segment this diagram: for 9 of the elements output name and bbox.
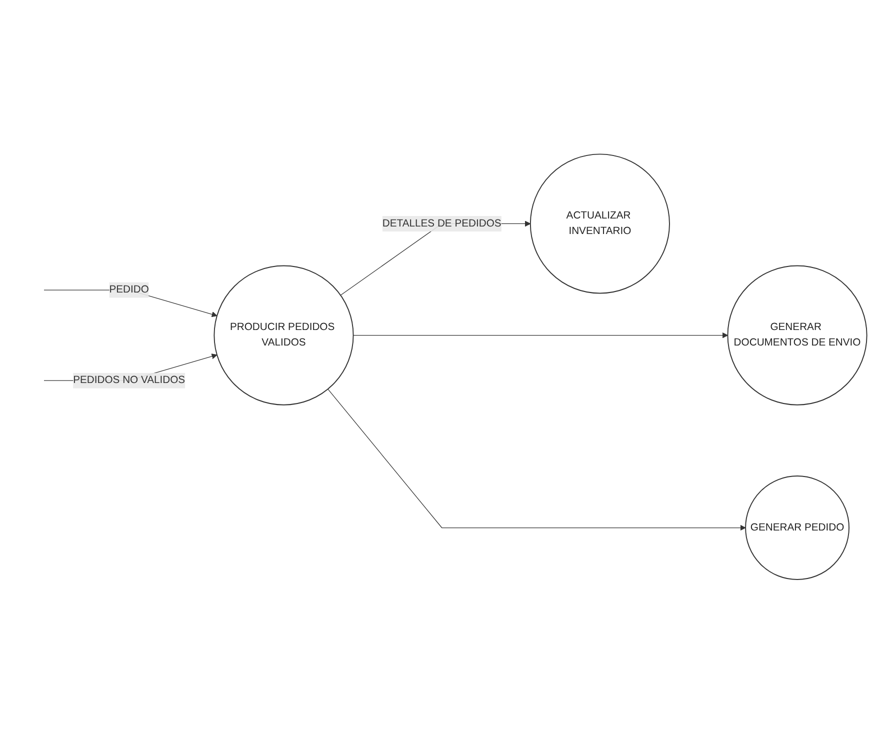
- arrow: [328, 388, 746, 530]
- edge-label: PEDIDO: [109, 284, 149, 295]
- node-circle: GENERAR DOCUMENTOS DE ENVIO: [727, 264, 868, 405]
- arrow: [352, 332, 728, 338]
- edge-label: DETALLES DE PEDIDOS: [382, 218, 502, 229]
- node-circle: PRODUCIR PEDIDOS VALIDOS: [214, 264, 354, 405]
- edge-label: PEDIDOS NO VALIDOS: [73, 374, 186, 386]
- node-circle: ACTUALIZAR INVENTARIO: [530, 153, 670, 294]
- node-circle: GENERAR PEDIDO: [745, 475, 850, 580]
